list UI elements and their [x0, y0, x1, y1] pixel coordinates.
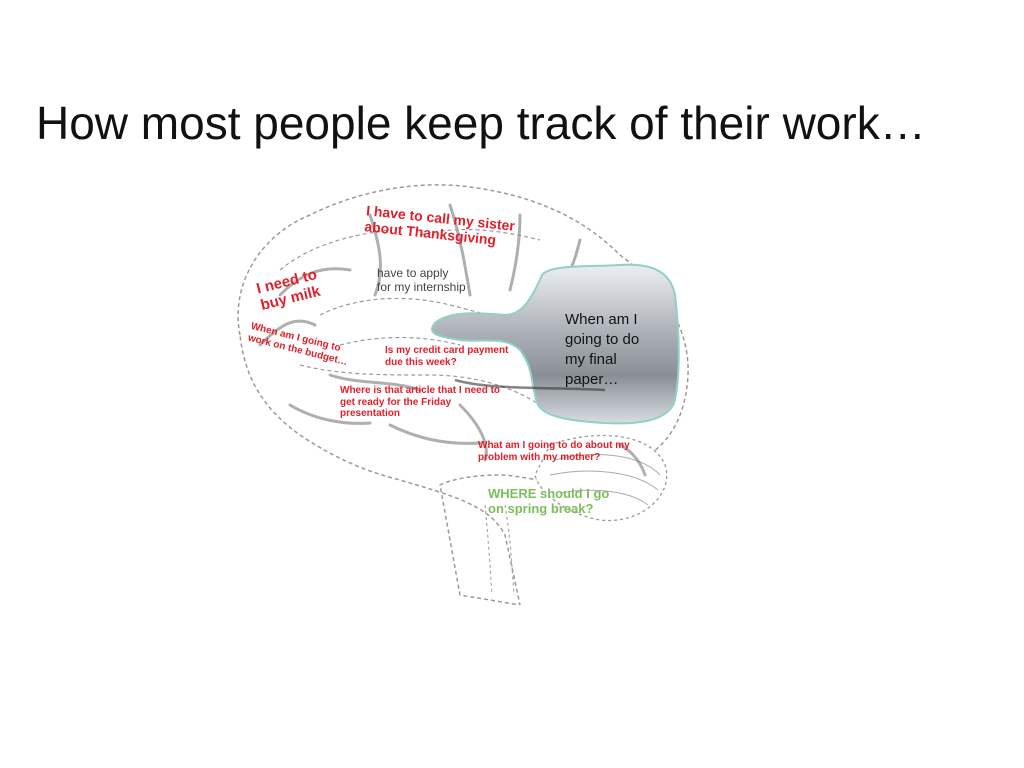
- note-internship: have to apply for my internship: [377, 266, 466, 294]
- brain-illustration: I have to call my sister about Thanksgiv…: [220, 175, 700, 605]
- note-credit-card: Is my credit card payment due this week?: [385, 345, 509, 368]
- note-article: Where is that article that I need to get…: [340, 385, 501, 419]
- brain-drawing: [237, 184, 689, 605]
- note-final-paper: When am I going to do my final paper…: [565, 311, 640, 388]
- slide-title: How most people keep track of their work…: [36, 97, 926, 149]
- note-spring-break: WHERE should I go on spring break?: [488, 486, 610, 516]
- note-mother: What am I going to do about my problem w…: [478, 440, 630, 463]
- final-paper-region: [431, 263, 680, 425]
